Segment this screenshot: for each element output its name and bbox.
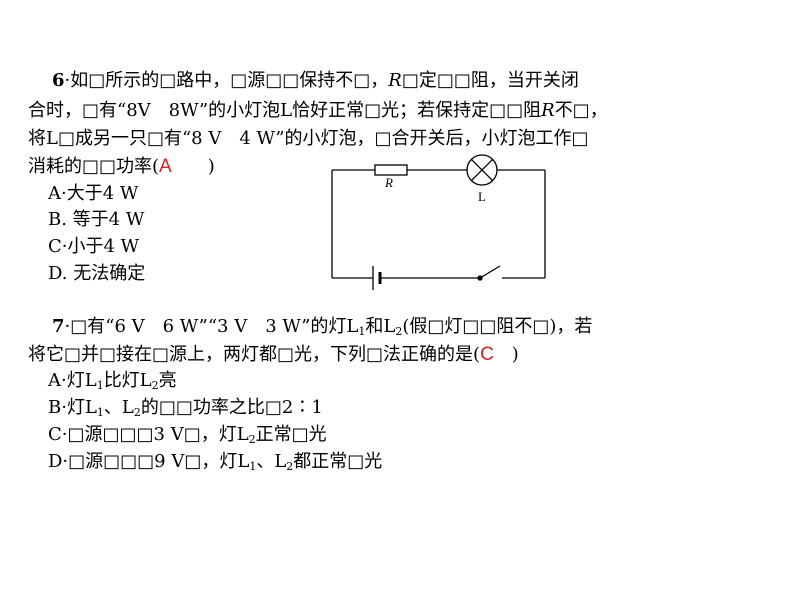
- q7-sub-2: 2: [395, 325, 403, 338]
- lamp-label: L: [478, 189, 486, 204]
- q7-option-b: B·灯L1、L2的□□功率之比□2∶1: [48, 397, 323, 419]
- q7-option-d-sub-2: 2: [286, 460, 294, 473]
- q7-option-b-text-1: B·灯L: [48, 397, 97, 418]
- q7-option-b-sub-2: 2: [133, 406, 141, 419]
- q6-resistor-symbol-2: R: [541, 100, 555, 121]
- q6-text-2: 合时，□有“8V 8W”的小灯泡L恰好正常□光；若保持定□□阻: [28, 100, 542, 121]
- q7-option-d-sub-1: 1: [249, 460, 257, 473]
- q7-option-b-text-3: 的□□功率之比□2∶1: [140, 397, 323, 418]
- q6-text-3: 将L□成另一只□有“8 V 4 W”的小灯泡，□合开关后，小灯泡工作□: [28, 128, 589, 149]
- q7-option-b-sub-1: 1: [96, 406, 104, 419]
- resistor: [374, 164, 408, 176]
- q7-line-1: 7·□有“6 V 6 W”“3 V 3 W”的灯L1和L2(假□灯□□阻不□)，…: [52, 316, 592, 338]
- resistor-label: R: [384, 175, 393, 190]
- q7-option-d-text-1: D·□源□□□9 V□，灯L: [48, 451, 250, 472]
- q7-line-2: 将它□并□接在□源上，两灯都□光，下列□法正确的是(C ): [28, 344, 519, 366]
- q7-option-c-text-1: C·□源□□□3 V□，灯L: [48, 424, 249, 445]
- q6-line-1: 6·如□所示的□路中，□源□□保持不□，R□定□□阻，当开关闭: [52, 70, 579, 92]
- q6-answer: A: [159, 156, 172, 177]
- q6-text-4-post: ): [171, 156, 215, 177]
- q7-option-c-sub-1: 2: [248, 433, 256, 446]
- q7-text-2-pre: 将它□并□接在□源上，两灯都□光，下列□法正确的是(: [28, 344, 481, 365]
- q7-option-c-text-2: 正常□光: [255, 424, 327, 445]
- q7-text-1a: ·□有“6 V 6 W”“3 V 3 W”的灯L: [64, 316, 359, 337]
- q7-option-a-sub-1: 1: [96, 379, 104, 392]
- q6-option-d: D. 无法确定: [48, 263, 146, 284]
- q7-option-a-text-3: 亮: [158, 370, 177, 391]
- q6-text-2-tail: 不□，: [554, 100, 608, 121]
- q6-resistor-symbol: R: [388, 70, 402, 91]
- q6-line-3: 将L□成另一只□有“8 V 4 W”的小灯泡，□合开关后，小灯泡工作□: [28, 128, 589, 150]
- q7-option-d-text-3: 都正常□光: [293, 451, 383, 472]
- q7-text-2-post: ): [493, 344, 519, 365]
- q7-option-a-text-1: A·灯L: [48, 370, 97, 391]
- q7-option-a: A·灯L1比灯L2亮: [48, 370, 177, 392]
- q6-option-b: B. 等于4 W: [48, 209, 145, 230]
- q7-option-a-sub-2: 2: [151, 379, 159, 392]
- q6-option-a: A·大于4 W: [48, 183, 139, 204]
- q7-option-a-text-2: 比灯L: [103, 370, 152, 391]
- q7-number: 7: [52, 316, 65, 337]
- q7-option-d: D·□源□□□9 V□，灯L1、L2都正常□光: [48, 451, 382, 473]
- q6-number: 6: [52, 70, 65, 91]
- q7-text-1b: 和L: [365, 316, 396, 337]
- q7-sub-1: 1: [358, 325, 366, 338]
- q6-line-2: 合时，□有“8V 8W”的小灯泡L恰好正常□光；若保持定□□阻R不□，: [28, 100, 608, 122]
- q7-text-1c: (假□灯□□阻不□)，若: [402, 316, 593, 337]
- q7-option-b-text-2: 、L: [103, 397, 134, 418]
- q6-text-1: ·如□所示的□路中，□源□□保持不□，: [64, 70, 389, 91]
- q7-answer: C: [480, 344, 494, 365]
- q6-text-4-pre: 消耗的□□功率(: [28, 156, 160, 177]
- switch-blade: [479, 265, 501, 279]
- q6-line-4: 消耗的□□功率(A ): [28, 156, 215, 178]
- q7-option-c: C·□源□□□3 V□，灯L2正常□光: [48, 424, 327, 446]
- lamp-cross-2: [470, 158, 494, 182]
- q6-option-c: C·小于4 W: [48, 236, 140, 257]
- q6-text-1-tail: □定□□阻，当开关闭: [401, 70, 579, 91]
- circuit-diagram: R L: [331, 154, 546, 290]
- q7-option-d-text-2: 、L: [256, 451, 287, 472]
